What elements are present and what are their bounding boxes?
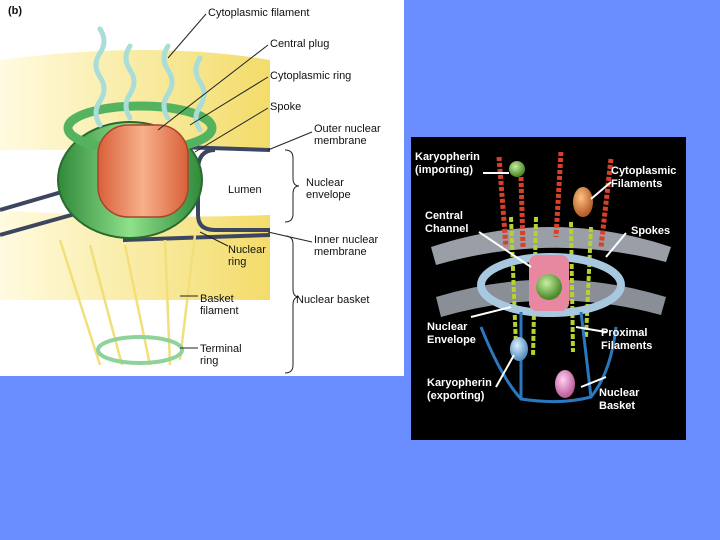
label-nuclear-ring: Nuclear ring — [228, 244, 266, 268]
label-nuclear-envelope: Nuclear envelope — [306, 177, 351, 201]
karyopherin-exporting-ball — [510, 337, 528, 361]
central-plug-shape — [97, 124, 189, 218]
label-lumen: Lumen — [228, 184, 262, 196]
label-central-channel: Central Channel — [425, 210, 469, 235]
terminal-ring-shape — [96, 335, 184, 365]
label-central-plug: Central plug — [270, 38, 330, 50]
label-proximal-filaments: Proximal Filaments — [601, 327, 653, 352]
label-terminal-ring: Terminal ring — [200, 343, 242, 367]
label-cytoplasmic-filament: Cytoplasmic filament — [208, 7, 310, 19]
label-nuclear-basket-right: Nuclear Basket — [599, 387, 640, 412]
label-nuclear-envelope-right: Nuclear Envelope — [427, 321, 476, 346]
inner-membrane-sheet — [0, 210, 270, 300]
label-cytoplasmic-filaments: Cytoplasmic Filaments — [611, 165, 677, 190]
schematic-artwork — [0, 13, 313, 374]
pointer-lines — [470, 172, 627, 388]
label-karyopherin-importing: Karyopherin (importing) — [415, 151, 480, 176]
right-lumen-edge — [196, 148, 270, 232]
rendered-artwork — [431, 151, 671, 404]
panel-label: (b) — [8, 5, 23, 17]
label-karyopherin-exporting: Karyopherin (exporting) — [427, 377, 492, 402]
leader-lines — [157, 13, 313, 374]
label-cytoplasmic-ring: Cytoplasmic ring — [270, 70, 352, 82]
envelope-upper-slab — [431, 227, 671, 265]
label-nuclear-basket: Nuclear basket — [296, 294, 370, 306]
label-inner-nuclear-membrane: Inner nuclear membrane — [314, 234, 379, 258]
channel-cargo-ball — [536, 274, 562, 300]
cytoplasmic-filament-cargo — [573, 187, 593, 217]
rendered-diagram-panel: Karyopherin (importing) Cytoplasmic Fila… — [411, 137, 686, 440]
label-basket-filament: Basket filament — [200, 293, 239, 317]
label-spokes: Spokes — [631, 225, 671, 237]
karyopherin-importing-ball — [509, 161, 525, 177]
label-spoke: Spoke — [270, 101, 302, 113]
basket-filaments — [58, 234, 197, 366]
nuclear-basket-cargo — [555, 370, 575, 398]
label-outer-nuclear-membrane: Outer nuclear membrane — [314, 123, 381, 147]
basket-strands — [479, 311, 618, 404]
schematic-diagram-panel: (b) Cytoplasmic filament Central plug Cy… — [0, 0, 404, 376]
